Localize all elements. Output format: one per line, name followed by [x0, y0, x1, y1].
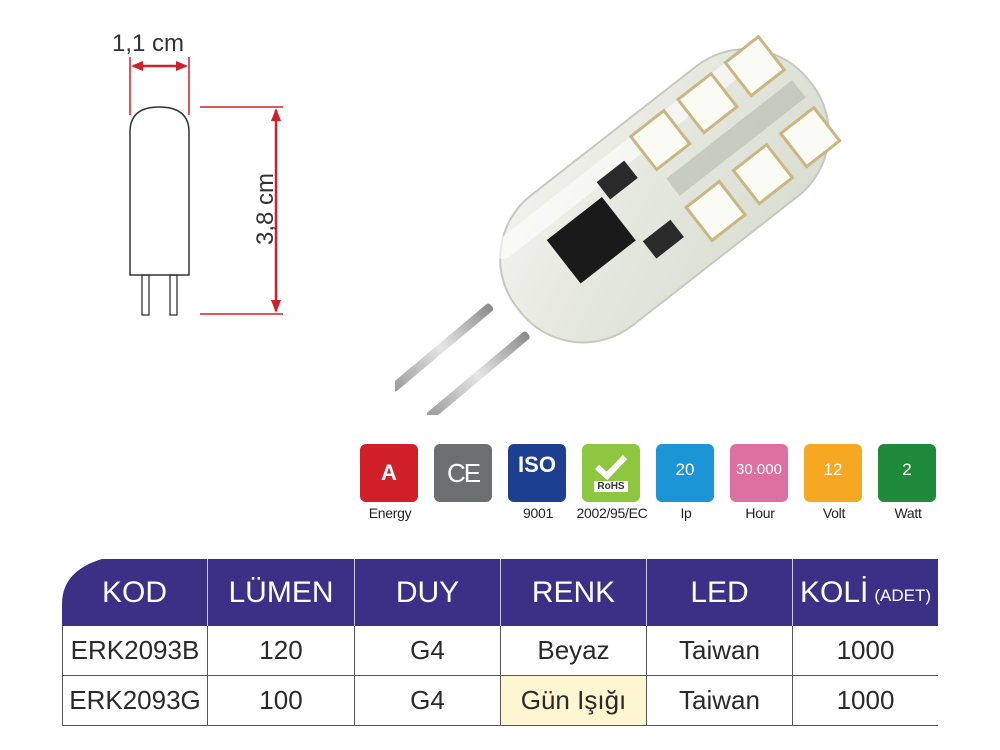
cell-kod: ERK2093B	[62, 626, 207, 675]
watt-badge: 2 Watt	[878, 444, 938, 521]
col-header-renk: RENK	[500, 559, 646, 626]
cell-renk: Gün Işığı	[500, 676, 646, 725]
cell-renk: Beyaz	[500, 626, 646, 675]
energy-caption: Energy	[368, 505, 412, 521]
cell-koli: 1000	[792, 676, 938, 725]
cell-duy: G4	[354, 626, 500, 675]
lifetime-hours-icon: 30.000	[730, 444, 788, 502]
hour-caption: Hour	[745, 505, 775, 521]
g4-led-bulb-image	[390, 34, 842, 420]
col-header-duy: DUY	[354, 559, 500, 626]
certification-badges: A Energy CE ISO 9001 RoHS 2002/95/EC 20 …	[360, 444, 945, 524]
product-image	[390, 0, 905, 420]
ip-badge: 20 Ip	[656, 444, 716, 521]
energy-class-icon: A	[360, 444, 418, 502]
table-row: ERK2093G 100 G4 Gün Işığı Taiwan 1000	[62, 676, 938, 726]
ip-caption: Ip	[680, 505, 692, 521]
width-dimension-label: 1,1 cm	[112, 30, 185, 57]
iso-icon: ISO	[508, 444, 566, 502]
cell-led: Taiwan	[646, 676, 792, 725]
bulb-outline-drawing	[129, 57, 283, 316]
product-spec-table: KOD LÜMEN DUY RENK LED KOLİ(ADET) ERK209…	[62, 559, 938, 726]
col-header-kod: KOD	[101, 575, 167, 609]
checkmark-icon	[594, 454, 628, 480]
height-dimension-label: 3,8 cm	[252, 172, 280, 246]
volt-badge: 12 Volt	[804, 444, 864, 521]
energy-badge: A Energy	[360, 444, 420, 521]
dimension-drawing: 1,1 cm 3,8 cm	[0, 0, 300, 330]
cell-lumen: 120	[207, 626, 354, 675]
cell-led: Taiwan	[646, 626, 792, 675]
iso-badge: ISO 9001	[508, 444, 568, 521]
cell-lumen: 100	[207, 676, 354, 725]
cell-duy: G4	[354, 676, 500, 725]
cell-koli: 1000	[792, 626, 938, 675]
ce-badge: CE	[434, 444, 494, 502]
rohs-caption: 2002/95/EC	[576, 505, 648, 521]
cell-kod: ERK2093G	[62, 676, 207, 725]
col-header-lumen: LÜMEN	[207, 559, 354, 626]
watt-caption: Watt	[894, 505, 922, 521]
table-header: KOD LÜMEN DUY RENK LED KOLİ(ADET)	[62, 559, 938, 626]
wattage-icon: 2	[878, 444, 936, 502]
voltage-icon: 12	[804, 444, 862, 502]
col-header-koli: KOLİ(ADET)	[792, 559, 938, 626]
rohs-badge: RoHS 2002/95/EC	[577, 444, 648, 521]
col-header-led: LED	[646, 559, 792, 626]
hour-badge: 30.000 Hour	[730, 444, 790, 521]
iso-caption: 9001	[523, 505, 553, 521]
table-row: ERK2093B 120 G4 Beyaz Taiwan 1000	[62, 626, 938, 676]
ce-mark-icon: CE	[434, 444, 492, 502]
volt-caption: Volt	[822, 505, 846, 521]
rohs-check-icon: RoHS	[582, 444, 640, 502]
ip-rating-icon: 20	[656, 444, 714, 502]
